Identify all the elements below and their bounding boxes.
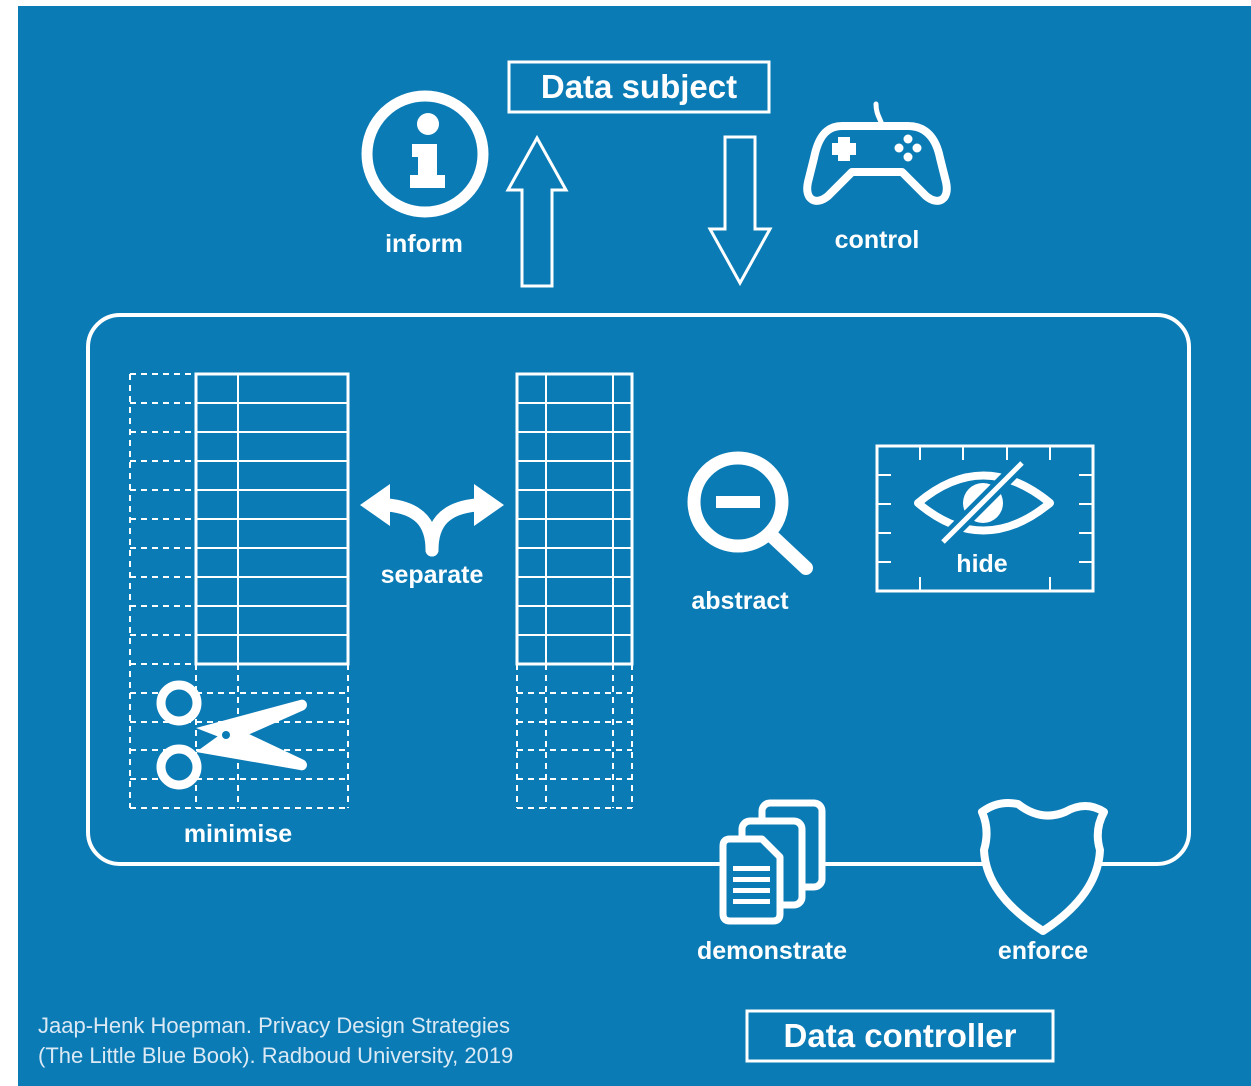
inform-up-arrow [505,134,569,288]
credit-line-2: (The Little Blue Book). Radboud Universi… [38,1043,513,1068]
separated-table [515,372,634,809]
demonstrate-label: demonstrate [697,937,847,965]
enforce-label: enforce [998,937,1088,965]
abstract-label: abstract [691,587,789,615]
data-controller-label: Data controller [784,1017,1017,1054]
data-controller-box: Data controller [745,1009,1055,1063]
control-down-arrow [707,135,773,287]
inform-label: inform [385,230,463,258]
separate-label: separate [381,561,484,589]
data-controller-boundary [86,313,1191,866]
document-stack-icon [719,799,826,925]
split-arrow-icon [360,484,504,557]
scissors-icon [156,680,307,790]
info-icon [361,90,489,218]
shield-icon [978,799,1108,935]
credit-line-1: Jaap-Henk Hoepman. Privacy Design Strate… [38,1013,510,1038]
control-label: control [835,226,920,254]
hide-label: hide [956,550,1007,578]
data-subject-label: Data subject [541,68,737,105]
diagram-background [18,6,1251,1086]
magnifier-minus-icon [687,451,813,575]
data-subject-box: Data subject [507,60,771,114]
crossed-eye-icon [914,458,1054,547]
hide-frame [875,444,1095,593]
minimise-label: minimise [184,820,292,848]
gamepad-icon [803,101,951,205]
minimise-table [129,372,350,809]
